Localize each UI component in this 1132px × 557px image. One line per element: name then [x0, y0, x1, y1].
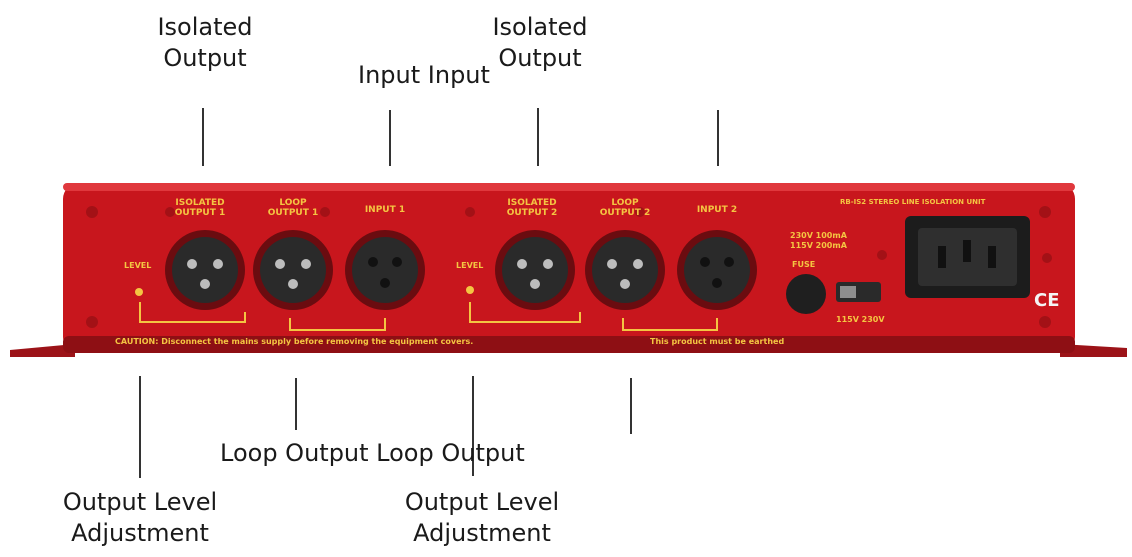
leader-output-level-1: [139, 376, 141, 478]
panel-caution: CAUTION: Disconnect the mains supply bef…: [115, 337, 473, 346]
panel-level-2: LEVEL: [456, 261, 483, 270]
panel-input-2: INPUT 2: [697, 205, 737, 215]
left-mounting-flange: [10, 344, 75, 357]
isolated-output-2-connector: [495, 230, 575, 310]
loop-output-2-connector: [585, 230, 665, 310]
screws: [86, 206, 1052, 328]
panel-earthed: This product must be earthed: [650, 337, 784, 346]
chassis-edge: [63, 336, 1075, 353]
loop-output-1-connector: [253, 230, 333, 310]
label-output-level-2: Output Level Adjustment: [404, 488, 560, 547]
leader-input-1: [389, 110, 391, 166]
bracket-lines: [139, 302, 718, 331]
leader-loop-output-2: [630, 378, 632, 434]
leader-isolated-output-2: [537, 108, 539, 166]
label-input-pair: Input Input: [358, 61, 490, 89]
panel-input-1: INPUT 1: [365, 205, 405, 215]
panel-fuse: FUSE: [792, 260, 815, 269]
leader-output-level-2: [472, 376, 474, 476]
panel-model: RB-IS2 STEREO LINE ISOLATION UNIT: [840, 198, 986, 206]
right-mounting-flange: [1060, 344, 1127, 357]
iec-power-inlet: [905, 216, 1030, 298]
leader-loop-output-1: [295, 378, 297, 430]
level-2-trim: [466, 286, 474, 294]
isolated-output-1-connector: [165, 230, 245, 310]
fuse-holder: [786, 274, 826, 314]
leader-isolated-output-1: [202, 108, 204, 166]
label-isolated-output-2: Isolated Output: [492, 13, 588, 72]
level-1-trim: [135, 288, 143, 296]
panel-voltage: 115V 230V: [836, 315, 885, 324]
label-loop-output-pair: Loop Output Loop Output: [220, 439, 525, 467]
panel-ce-mark: CE: [1034, 290, 1060, 311]
label-output-level-1: Output Level Adjustment: [62, 488, 218, 547]
label-isolated-output-1: Isolated Output: [157, 13, 253, 72]
input-2-connector: [677, 230, 757, 310]
panel-level-1: LEVEL: [124, 261, 151, 270]
leader-input-2: [717, 110, 719, 166]
chassis-top-highlight: [63, 183, 1075, 191]
input-1-connector: [345, 230, 425, 310]
voltage-selector-knob: [840, 286, 856, 298]
